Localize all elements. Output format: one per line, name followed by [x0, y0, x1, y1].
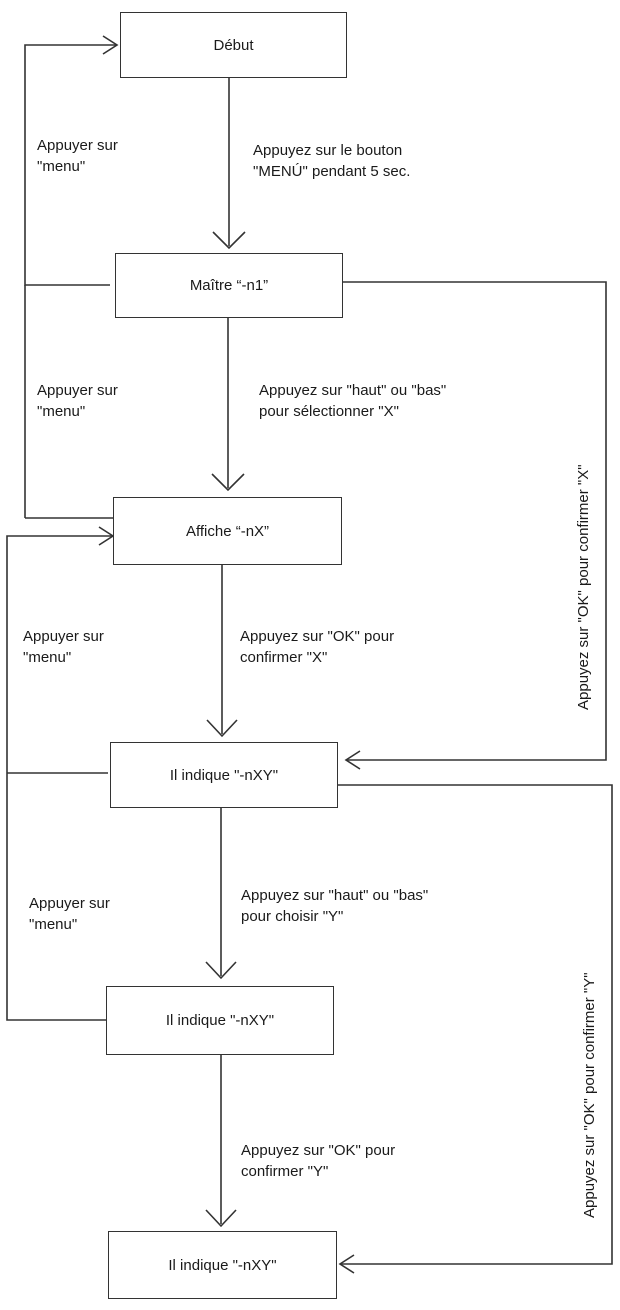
edge-label-display-to-nxy1: Appuyez sur "OK" pour confirmer "X" [240, 628, 395, 666]
arrowhead [205, 1209, 237, 1228]
edge-label-nxy1-ok: Appuyez sur "OK" pour confirmer "Y" [581, 972, 598, 1218]
arrowhead [211, 473, 245, 492]
edge-label-master-to-display: Appuyez sur "haut" ou "bas" pour sélecti… [259, 382, 447, 420]
edge-master-ok-to-nxy1 [342, 281, 607, 761]
node-start: Début [120, 12, 347, 78]
arrowhead [212, 231, 246, 250]
edge-nxy1-ok-to-nxy3 [337, 784, 613, 1265]
edge-label-master-back: Appuyer sur "menu" [37, 137, 118, 175]
edge-label-nxy2-back: Appuyer sur "menu" [29, 895, 110, 933]
node-indicates-nxy-3: Il indique "-nXY" [108, 1231, 337, 1299]
node-indicates-nxy-2: Il indique "-nXY" [106, 986, 334, 1055]
edge-label-nxy1-to-nxy2: Appuyez sur "haut" ou "bas" pour choisir… [241, 887, 429, 925]
arrowhead [344, 750, 361, 770]
arrowhead [206, 719, 238, 738]
node-indicates-nxy-1: Il indique "-nXY" [110, 742, 338, 808]
node-master: Maître “-n1” [115, 253, 343, 318]
arrowhead [205, 961, 237, 980]
edge-label-nxy1-back: Appuyer sur "menu" [23, 628, 104, 666]
edge-back-to-start [24, 44, 117, 286]
edge-label-nxy2-to-nxy3: Appuyez sur "OK" pour confirmer "Y" [241, 1142, 396, 1180]
edge-back-to-display [6, 535, 113, 1021]
arrowhead [338, 1254, 355, 1274]
edge-label-master-ok: Appuyez sur "OK" pour confirmer "X" [575, 464, 592, 710]
arrowhead [102, 35, 119, 55]
edge-label-display-back: Appuyer sur "menu" [37, 382, 118, 420]
edge-label-start-to-master: Appuyez sur le bouton "MENÚ" pendant 5 s… [253, 142, 411, 180]
node-display-nx: Affiche “-nX” [113, 497, 342, 565]
